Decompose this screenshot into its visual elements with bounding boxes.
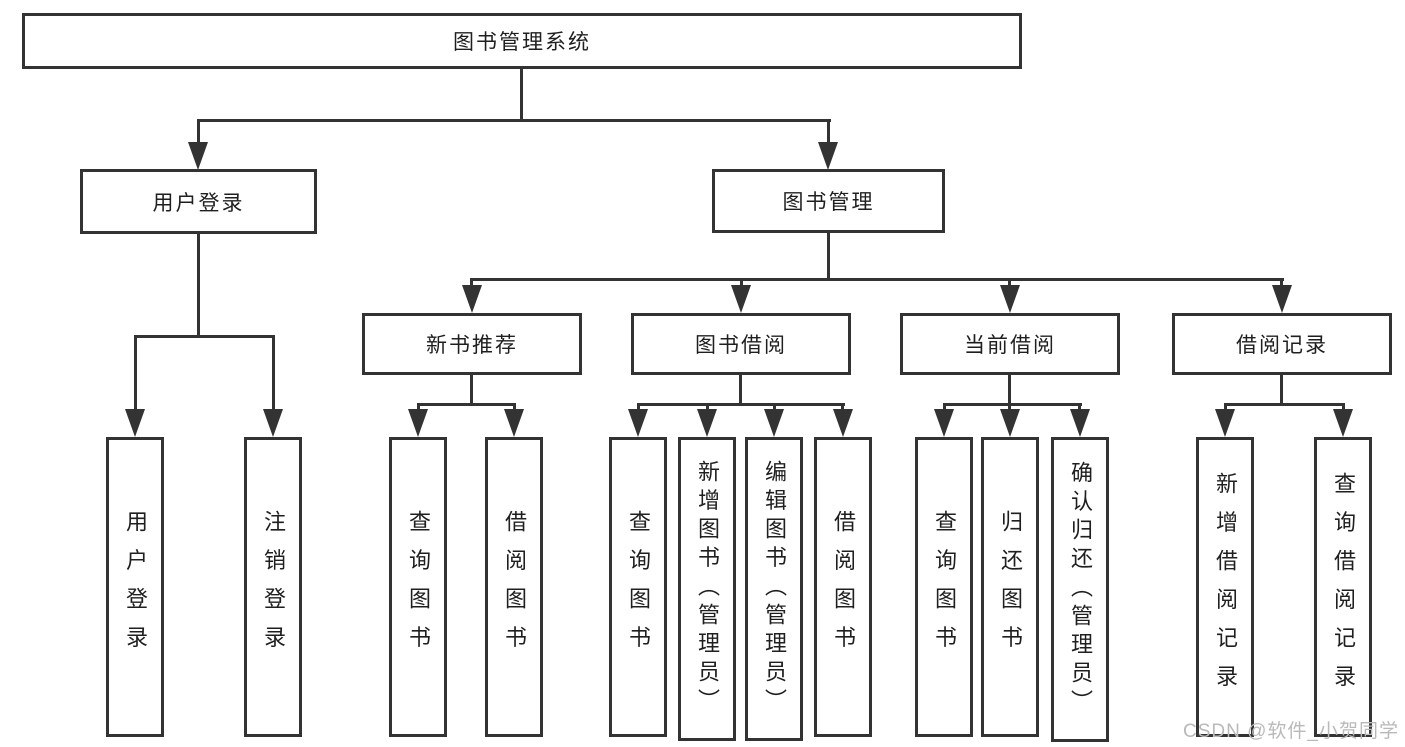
node-book-borrow: 图书借阅 bbox=[631, 313, 851, 375]
connector-drop-leaf bbox=[1224, 403, 1227, 413]
leaf-label: 借阅图书 bbox=[502, 510, 527, 664]
connector-drop-leaf bbox=[943, 403, 946, 413]
arrow-down-icon bbox=[764, 409, 784, 437]
node-label: 用户登录 bbox=[152, 191, 245, 215]
arrow-down-icon bbox=[697, 409, 717, 437]
arrow-down-icon bbox=[1272, 285, 1292, 313]
connector-stem bbox=[470, 375, 473, 406]
node-library-management-system: 图书管理系统 bbox=[22, 13, 1022, 69]
connector-drop-leaf bbox=[272, 335, 275, 413]
connector-drop-leaf bbox=[1078, 403, 1081, 413]
arrow-down-icon bbox=[1000, 285, 1020, 313]
arrow-down-icon bbox=[188, 142, 208, 170]
connector-drop-user-login bbox=[197, 119, 200, 145]
connector-drop-l3 bbox=[1008, 278, 1011, 290]
node-user-login: 用户登录 bbox=[80, 169, 317, 234]
leaf-add-borrow-record: 新增借阅记录 bbox=[1196, 437, 1254, 737]
connector-drop-leaf bbox=[1342, 403, 1345, 413]
arrow-down-icon bbox=[1070, 409, 1090, 437]
leaf-label: 查询图书 bbox=[932, 510, 957, 664]
leaf-label: 用户登录 bbox=[123, 510, 148, 664]
node-book-management: 图书管理 bbox=[712, 169, 945, 233]
leaf-label: 查询借阅记录 bbox=[1331, 471, 1356, 703]
node-label: 新书推荐 bbox=[426, 334, 518, 357]
leaf-label: 新增图书（管理员） bbox=[695, 460, 720, 718]
connector-stem bbox=[1008, 375, 1011, 406]
arrow-down-icon bbox=[934, 409, 954, 437]
node-label: 借阅记录 bbox=[1236, 334, 1328, 357]
node-borrow-records: 借阅记录 bbox=[1172, 313, 1392, 375]
connector-bar bbox=[417, 403, 516, 406]
connector-root-bar bbox=[197, 119, 831, 122]
leaf-label: 查询图书 bbox=[406, 510, 431, 664]
connector-drop-l3 bbox=[740, 278, 743, 290]
leaf-label: 注销登录 bbox=[261, 510, 286, 664]
connector-bar bbox=[1224, 403, 1345, 406]
connector-drop-leaf bbox=[841, 403, 844, 413]
arrow-down-icon bbox=[818, 142, 838, 170]
leaf-borrow-books-recommend: 借阅图书 bbox=[485, 437, 543, 737]
leaf-user-login: 用户登录 bbox=[106, 437, 164, 737]
arrow-down-icon bbox=[408, 409, 428, 437]
node-label: 当前借阅 bbox=[964, 334, 1056, 357]
node-current-borrow: 当前借阅 bbox=[900, 313, 1120, 375]
arrow-down-icon bbox=[1333, 409, 1353, 437]
connector-stem bbox=[1280, 375, 1283, 406]
leaf-borrow-books-borrow: 借阅图书 bbox=[814, 437, 872, 737]
leaf-label: 查询图书 bbox=[626, 510, 651, 664]
connector-drop-leaf bbox=[1008, 403, 1011, 413]
connector-drop-book-mgmt bbox=[827, 119, 830, 145]
connector-drop-leaf bbox=[417, 403, 420, 413]
connector-drop-leaf bbox=[513, 403, 516, 413]
connector-drop-l3 bbox=[470, 278, 473, 290]
connector-book-mgmt-stem bbox=[827, 233, 830, 281]
connector-user-login-bar bbox=[134, 335, 275, 338]
connector-root-stem bbox=[520, 69, 523, 122]
connector-bar bbox=[943, 403, 1082, 406]
arrow-down-icon bbox=[833, 409, 853, 437]
leaf-query-books-borrow: 查询图书 bbox=[609, 437, 667, 737]
leaf-logout: 注销登录 bbox=[244, 437, 302, 737]
connector-drop-leaf bbox=[773, 403, 776, 413]
leaf-query-books-recommend: 查询图书 bbox=[389, 437, 447, 737]
connector-drop-leaf bbox=[637, 403, 640, 413]
connector-user-login-stem bbox=[197, 234, 200, 338]
connector-drop-leaf bbox=[134, 335, 137, 413]
node-label: 图书管理 bbox=[782, 191, 875, 214]
connector-stem bbox=[739, 375, 742, 406]
connector-drop-l3 bbox=[1280, 278, 1283, 290]
leaf-label: 新增借阅记录 bbox=[1213, 471, 1238, 703]
leaf-query-books-current: 查询图书 bbox=[915, 437, 973, 737]
leaf-label: 借阅图书 bbox=[831, 510, 856, 664]
leaf-label: 编辑图书（管理员） bbox=[762, 460, 787, 718]
watermark-text: CSDN @软件_小贺同学 bbox=[1183, 721, 1399, 742]
leaf-add-books-admin: 新增图书（管理员） bbox=[678, 437, 736, 741]
leaf-query-borrow-record: 查询借阅记录 bbox=[1314, 437, 1372, 737]
leaf-label: 确认归还（管理员） bbox=[1068, 460, 1093, 719]
arrow-down-icon bbox=[628, 409, 648, 437]
node-label: 图书管理系统 bbox=[453, 31, 591, 54]
connector-bar bbox=[637, 403, 845, 406]
leaf-label: 归还图书 bbox=[998, 510, 1023, 664]
arrow-down-icon bbox=[263, 409, 283, 437]
leaf-edit-books-admin: 编辑图书（管理员） bbox=[745, 437, 803, 741]
connector-book-mgmt-bar bbox=[470, 278, 1284, 281]
leaf-return-books: 归还图书 bbox=[981, 437, 1039, 737]
arrow-down-icon bbox=[125, 409, 145, 437]
arrow-down-icon bbox=[504, 409, 524, 437]
arrow-down-icon bbox=[462, 285, 482, 313]
arrow-down-icon bbox=[1000, 409, 1020, 437]
arrow-down-icon bbox=[731, 285, 751, 313]
arrow-down-icon bbox=[1215, 409, 1235, 437]
connector-drop-leaf bbox=[706, 403, 709, 413]
leaf-confirm-return-admin: 确认归还（管理员） bbox=[1051, 437, 1109, 742]
node-new-book-recommend: 新书推荐 bbox=[362, 313, 582, 375]
node-label: 图书借阅 bbox=[695, 334, 787, 357]
